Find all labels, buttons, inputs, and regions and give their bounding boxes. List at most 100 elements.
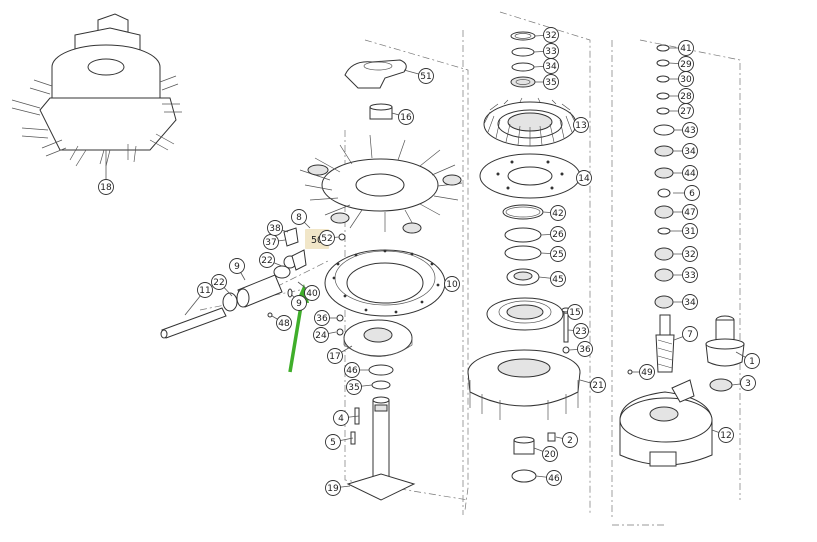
dashed-guides: [199, 11, 741, 526]
callout-32: 32: [684, 250, 695, 260]
callout-circle-22: [259, 252, 275, 268]
ring-46-right: [511, 469, 537, 483]
ring-3: [709, 378, 733, 392]
callout-circle-8: [291, 209, 307, 225]
top-ring-stack: [510, 31, 536, 88]
callout-circle-34: [682, 294, 698, 310]
callout-33: 33: [684, 271, 695, 281]
callout-9: 9: [296, 299, 302, 309]
callout-circle-13: [573, 117, 589, 133]
callout-circle-32: [543, 27, 559, 43]
callout-circle-9: [291, 295, 307, 311]
callout-11: 11: [199, 286, 210, 296]
callout-29: 29: [680, 60, 692, 70]
callout-10: 10: [446, 280, 458, 290]
callout-3: 3: [745, 379, 751, 389]
callout-13: 13: [575, 121, 586, 131]
nut-36-left: [336, 314, 344, 322]
callout-circle-47: [682, 204, 698, 220]
bushing: [369, 103, 393, 120]
callout-45: 45: [552, 275, 563, 285]
callout-19: 19: [327, 484, 339, 494]
callout-34: 34: [545, 62, 557, 72]
callout-14: 14: [578, 174, 590, 184]
callout-36: 36: [579, 345, 591, 355]
callout-20: 20: [544, 450, 556, 460]
nut-36-right: [562, 346, 570, 354]
callout-circle-16: [398, 109, 414, 125]
ring-35-left: [371, 380, 391, 390]
gear-housing: [467, 349, 581, 420]
callout-circle-33: [682, 267, 698, 283]
callout-circle-38: [267, 220, 283, 236]
pinion-ring-stack: [653, 44, 675, 309]
screw-2: [547, 432, 556, 442]
callout-circle-40: [304, 285, 320, 301]
callout-26: 26: [552, 230, 564, 240]
callout-circle-46: [344, 362, 360, 378]
callout-2: 2: [567, 436, 573, 446]
callout-circle-31: [682, 223, 698, 239]
bearing-flange: [486, 297, 564, 331]
callout-labels: 1234567899101112131415161718192021222223…: [98, 27, 760, 496]
callout-21: 21: [592, 381, 603, 391]
callout-circle-34: [682, 143, 698, 159]
callout-circle-1: [744, 353, 760, 369]
flange-ring: [324, 249, 446, 317]
callout-circle-10: [444, 276, 460, 292]
callout-22: 22: [213, 278, 224, 288]
callout-30: 30: [680, 75, 692, 85]
callout-circle-7: [682, 326, 698, 342]
callout-circle-48: [276, 315, 292, 331]
callout-7: 7: [687, 330, 693, 340]
callout-34: 34: [684, 298, 696, 308]
callout-circle-26: [550, 226, 566, 242]
callout-37: 37: [265, 238, 276, 248]
callout-circle-51: [418, 68, 434, 84]
assembled-rotor-gearbox: [11, 13, 182, 180]
ring-46-left: [368, 364, 394, 376]
callout-circle-49: [639, 364, 655, 380]
callout-9: 9: [234, 262, 240, 272]
callout-5: 5: [330, 438, 336, 448]
callout-circle-30: [678, 71, 694, 87]
callout-circle-45: [550, 271, 566, 287]
callout-16: 16: [400, 113, 412, 123]
drive-shaft-assembly: [160, 227, 307, 339]
callout-36: 36: [316, 314, 328, 324]
callout-circle-42: [550, 205, 566, 221]
callout-circle-32: [682, 246, 698, 262]
nut-52: [338, 233, 346, 241]
callout-41: 41: [680, 44, 691, 54]
callout-circle-36: [314, 310, 330, 326]
callout-18: 18: [100, 183, 112, 193]
callout-27: 27: [680, 107, 691, 117]
callout-circle-3: [740, 375, 756, 391]
callout-circle-28: [678, 88, 694, 104]
flat-plate: [479, 153, 581, 199]
callout-circle-35: [346, 379, 362, 395]
callout-circle-36: [577, 341, 593, 357]
callout-circle-22: [211, 274, 227, 290]
gearbox-cover: [619, 379, 713, 467]
callout-40: 40: [306, 289, 318, 299]
callout-circle-43: [682, 122, 698, 138]
callout-46: 46: [548, 474, 560, 484]
callout-4: 4: [338, 414, 344, 424]
callout-15: 15: [569, 308, 580, 318]
callout-38: 38: [269, 224, 281, 234]
callout-circle-2: [562, 432, 578, 448]
callout-43: 43: [684, 126, 695, 136]
mid-ring-stack: [502, 204, 544, 286]
callout-circle-23: [573, 323, 589, 339]
callout-circle-34: [543, 58, 559, 74]
callout-22: 22: [261, 256, 272, 266]
callout-circle-18: [98, 179, 114, 195]
callout-circle-20: [542, 446, 558, 462]
callout-17: 17: [329, 352, 340, 362]
callout-circle-9: [229, 258, 245, 274]
callout-48: 48: [278, 319, 290, 329]
callout-35: 35: [545, 78, 556, 88]
bolt-23: [563, 311, 569, 343]
callout-1: 1: [749, 357, 755, 367]
